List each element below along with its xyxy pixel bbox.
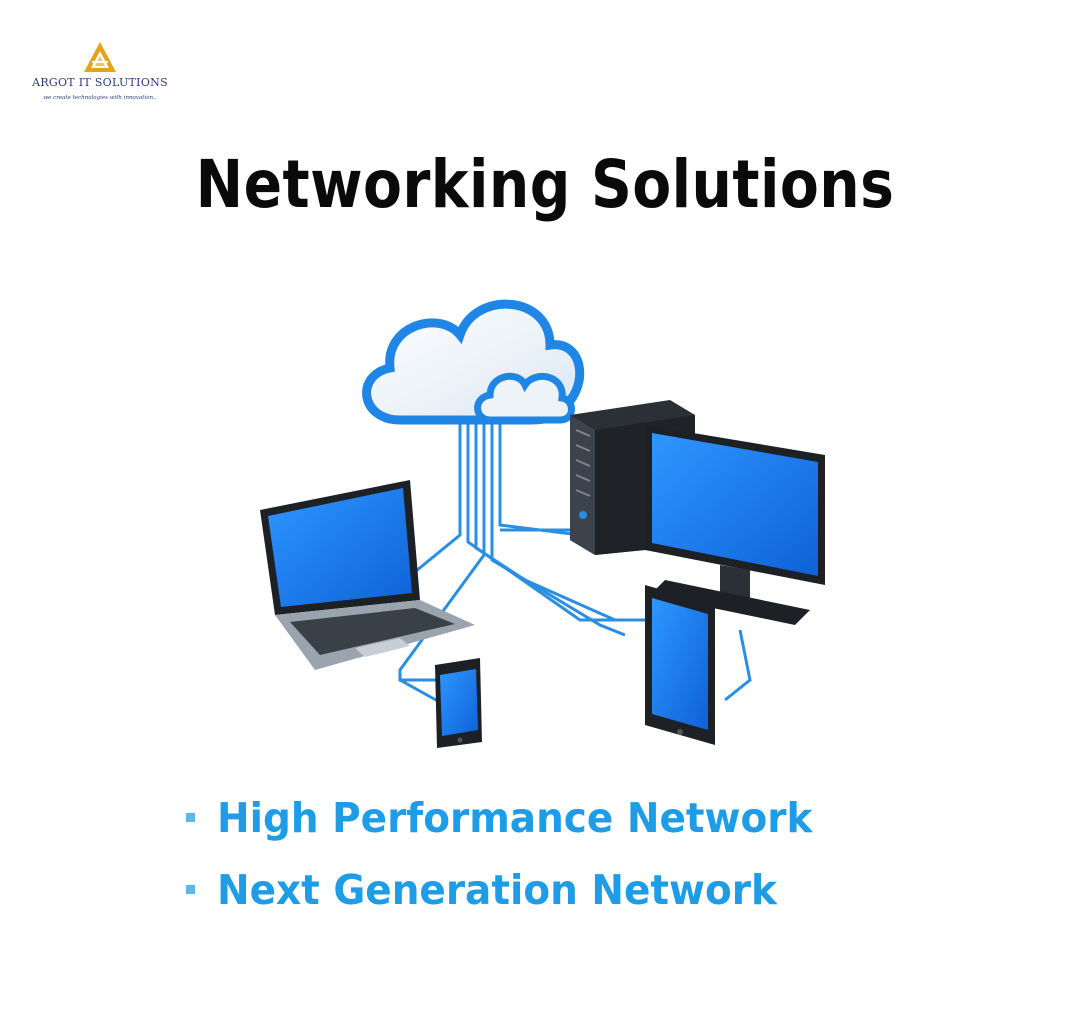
company-logo: ARGOT IT SOLUTIONS we create technologie… [30, 40, 170, 110]
bullet-square-icon [186, 884, 195, 894]
list-item: Next Generation Network [186, 866, 844, 938]
network-illustration [260, 299, 825, 748]
feature-list: High Performance Network Next Generation… [186, 794, 844, 938]
bullet-square-icon [186, 812, 195, 822]
laptop-icon [260, 480, 475, 670]
list-item: High Performance Network [186, 794, 844, 866]
network-cables [355, 420, 752, 707]
cloud-icon [362, 299, 585, 425]
company-name: ARGOT IT SOLUTIONS [32, 76, 168, 89]
tablet-icon [645, 585, 715, 745]
smartphone-icon [435, 658, 482, 748]
monitor-icon [645, 425, 825, 625]
company-tagline: we create technologies with innovation.. [43, 95, 157, 101]
logo-mark-icon [84, 42, 116, 72]
page-title: Networking Solutions [195, 146, 895, 223]
